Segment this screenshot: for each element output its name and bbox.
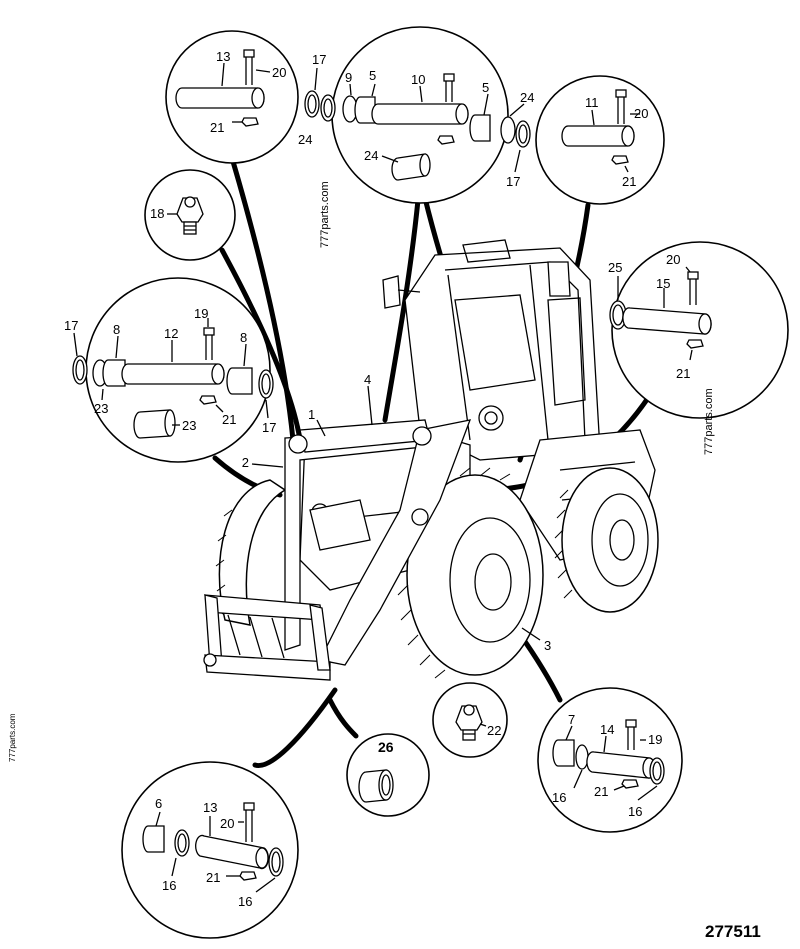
c5-part-23-bottom: 23	[182, 418, 196, 433]
label-1: 1	[308, 407, 315, 422]
callout-circle-1: 13 20 21	[165, 30, 299, 164]
c2-part-24-right: 24	[520, 90, 534, 105]
c3-part-20: 20	[634, 106, 648, 121]
c8-part-26: 26	[378, 739, 394, 755]
wheel-loader: 1 2 3 4	[203, 239, 659, 681]
c2-part-17-right: 17	[506, 174, 520, 189]
c2-part-9: 9	[345, 70, 352, 85]
c5-part-19: 19	[194, 306, 208, 321]
c10-part-13: 13	[203, 800, 217, 815]
c2-part-24-bottom: 24	[364, 148, 378, 163]
c2-part-10: 10	[411, 72, 425, 87]
c9-part-14: 14	[600, 722, 614, 737]
c10-part-6: 6	[155, 796, 162, 811]
callout-circle-5: 17 8 12 19 8 23 21 17 23	[64, 277, 276, 463]
c2-part-5-left: 5	[369, 68, 376, 83]
callout-circle-2: 17 24 9 5 10 5 24 17 24	[298, 26, 534, 204]
front-tyre	[397, 467, 544, 679]
label-3: 3	[544, 638, 551, 653]
figure-number: 277511	[705, 922, 761, 941]
c5-part-17-right: 17	[262, 420, 276, 435]
c10-part-16-right: 16	[238, 894, 252, 909]
watermark-left: 777parts.com	[8, 713, 17, 762]
c9-part-21: 21	[594, 784, 608, 799]
rear-tyre	[554, 467, 659, 613]
c3-part-21: 21	[622, 174, 636, 189]
callout-circle-3: 11 20 21	[535, 75, 665, 205]
c1-part-20: 20	[272, 65, 286, 80]
watermark-right: 777parts.com	[703, 388, 715, 455]
c2-part-17: 17	[312, 52, 326, 67]
c3-part-11: 11	[585, 95, 599, 110]
callout-circle-4: 18	[144, 169, 236, 261]
c9-part-19: 19	[648, 732, 662, 747]
c1-part-21: 21	[210, 120, 224, 135]
c6-part-21: 21	[676, 366, 690, 381]
callout-circle-6: 25 20 15 21	[608, 241, 789, 419]
far-tyre	[215, 479, 287, 626]
c6-part-15: 15	[656, 276, 670, 291]
c5-part-8-right: 8	[240, 330, 247, 345]
callout-circle-10: 6 13 20 16 21 16	[121, 761, 299, 939]
c9-part-7: 7	[568, 712, 575, 727]
c5-part-8-left: 8	[113, 322, 120, 337]
c10-part-16-left: 16	[162, 878, 176, 893]
c2-part-24-left: 24	[298, 132, 312, 147]
c9-part-16-left: 16	[552, 790, 566, 805]
watermark-top: 777parts.com	[319, 181, 331, 248]
c5-part-21: 21	[222, 412, 236, 427]
c10-part-20: 20	[220, 816, 234, 831]
callout-circle-9: 7 14 19 16 21 16	[537, 687, 683, 833]
c5-part-17-left: 17	[64, 318, 78, 333]
c6-part-20: 20	[666, 252, 680, 267]
c4-part-18: 18	[150, 206, 164, 221]
label-4: 4	[364, 372, 371, 387]
quick-hitch	[203, 594, 331, 681]
c5-part-23-left: 23	[94, 401, 108, 416]
c10-part-21: 21	[206, 870, 220, 885]
c6-part-25: 25	[608, 260, 622, 275]
c7-part-22: 22	[487, 723, 501, 738]
callout-circle-8: 26	[346, 733, 430, 817]
callout-circle-7: 22	[432, 682, 508, 758]
c9-part-16-right: 16	[628, 804, 642, 819]
label-2: 2	[242, 455, 249, 470]
c1-part-13: 13	[216, 49, 230, 64]
c5-part-12: 12	[164, 326, 178, 341]
c2-part-5-right: 5	[482, 80, 489, 95]
